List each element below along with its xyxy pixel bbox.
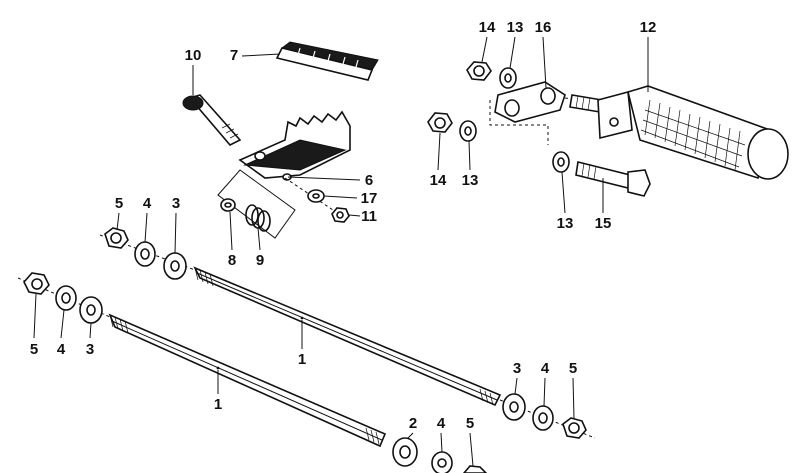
svg-text:6: 6	[365, 172, 373, 189]
svg-text:3: 3	[86, 341, 94, 358]
callout-14-left: 14	[430, 132, 447, 189]
spring-group	[217, 169, 296, 239]
svg-text:1: 1	[214, 396, 222, 413]
washer-nut-17-11	[284, 177, 350, 223]
svg-text:13: 13	[507, 19, 524, 36]
callout-1-upper: 1	[298, 320, 306, 368]
callout-15: 15	[595, 178, 612, 232]
callout-14-top: 14	[479, 19, 496, 63]
callout-1-lower: 1	[214, 370, 222, 413]
svg-text:14: 14	[430, 172, 447, 189]
pedal-bracket	[238, 110, 351, 181]
svg-text:5: 5	[115, 195, 123, 212]
callout-3-right: 3	[513, 360, 521, 395]
svg-text:8: 8	[228, 252, 236, 269]
callout-5-right: 5	[569, 360, 577, 419]
svg-text:11: 11	[361, 208, 377, 225]
svg-text:4: 4	[143, 195, 152, 212]
svg-text:5: 5	[569, 360, 577, 377]
svg-text:4: 4	[57, 341, 66, 358]
callout-4-right: 4	[541, 360, 550, 407]
callout-3-left: 3	[86, 322, 94, 358]
callout-4-upper: 4	[143, 195, 152, 243]
svg-text:5: 5	[466, 415, 474, 432]
svg-text:9: 9	[256, 252, 264, 269]
pedal-pad	[275, 41, 379, 81]
rod-lower	[108, 313, 387, 448]
svg-text:16: 16	[535, 19, 552, 36]
callout-4-left: 4	[57, 309, 66, 358]
callout-16: 16	[535, 19, 552, 89]
svg-text:1: 1	[298, 351, 306, 368]
callout-9: 9	[256, 227, 264, 269]
callout-4-bottom: 4	[437, 415, 446, 453]
callouts: 14 13 16 12 10 7 14 13	[30, 19, 657, 467]
svg-text:14: 14	[479, 19, 496, 36]
footrest-group	[427, 61, 789, 197]
callout-8: 8	[228, 211, 236, 269]
svg-text:10: 10	[185, 47, 202, 64]
upper-left-hardware	[99, 227, 196, 280]
svg-text:12: 12	[640, 19, 657, 36]
callout-13-left: 13	[462, 140, 479, 189]
callout-13-bottom: 13	[557, 171, 574, 232]
svg-text:17: 17	[361, 190, 378, 207]
pedal-lever	[182, 94, 242, 146]
left-hardware	[17, 272, 111, 324]
callout-7: 7	[230, 47, 281, 64]
callout-5-left: 5	[30, 293, 38, 358]
svg-text:2: 2	[409, 415, 417, 432]
rod-upper	[193, 266, 502, 407]
callout-3-upper: 3	[172, 195, 180, 254]
svg-text:15: 15	[595, 215, 612, 232]
svg-text:7: 7	[230, 47, 238, 64]
svg-text:4: 4	[437, 415, 446, 432]
callout-12: 12	[640, 19, 657, 92]
svg-text:3: 3	[172, 195, 180, 212]
svg-text:3: 3	[513, 360, 521, 377]
callout-5-upper: 5	[115, 195, 123, 231]
callout-2: 2	[407, 415, 417, 439]
callout-11: 11	[348, 208, 377, 225]
callout-13-top: 13	[507, 19, 524, 69]
callout-6: 6	[287, 172, 373, 189]
callout-17: 17	[323, 190, 378, 207]
callout-5-bottom: 5	[466, 415, 474, 467]
svg-text:13: 13	[462, 172, 479, 189]
bottom-hardware	[392, 437, 488, 473]
svg-text:4: 4	[541, 360, 550, 377]
svg-text:13: 13	[557, 215, 574, 232]
svg-text:5: 5	[30, 341, 38, 358]
callout-10: 10	[185, 47, 202, 95]
right-hardware	[499, 393, 596, 439]
